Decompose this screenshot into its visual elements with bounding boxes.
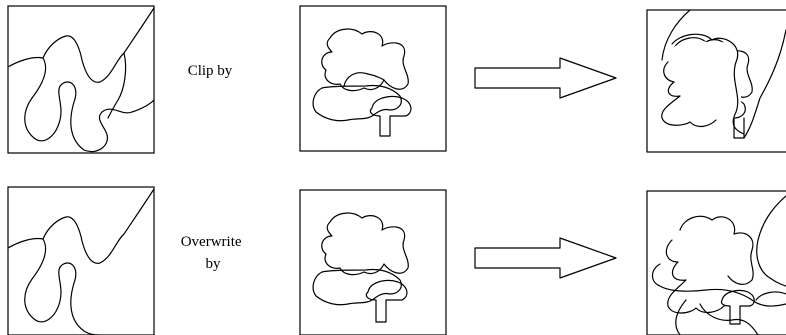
overwrite-result-curve-top bbox=[756, 195, 786, 287]
overwrite-map-frame bbox=[7, 186, 155, 335]
result-blob-middle bbox=[662, 92, 746, 130]
overwrite-map-region-curve bbox=[8, 188, 154, 264]
clip-map-panel bbox=[7, 5, 155, 154]
source-map-panel-clip bbox=[299, 5, 447, 152]
operation-label-overwrite-line-1: Overwrite bbox=[181, 234, 242, 250]
operation-label-overwrite-line-2: by bbox=[206, 256, 222, 272]
result-mushroom-stem bbox=[733, 117, 745, 139]
result-panel-overwrite bbox=[646, 190, 786, 335]
clip-map-frame bbox=[7, 5, 155, 154]
row-overwrite: Overwrite by bbox=[7, 186, 786, 335]
result-clip-curve-right bbox=[743, 29, 786, 139]
blob-mushroom-2 bbox=[365, 279, 408, 323]
arrow-right-clip bbox=[474, 57, 617, 99]
overwrite-map-panel bbox=[7, 186, 155, 335]
blob-inner-line bbox=[343, 72, 385, 87]
operation-label-overwrite: Overwrite by bbox=[181, 234, 246, 272]
result-frame-clip bbox=[646, 9, 786, 153]
source-map-panel-overwrite bbox=[299, 189, 447, 335]
result-panel-clip bbox=[646, 9, 786, 153]
blob-top-2 bbox=[321, 212, 409, 276]
blob-top bbox=[321, 28, 409, 92]
source-map-frame-clip bbox=[299, 5, 447, 152]
clip-map-region-curve bbox=[8, 7, 154, 83]
operation-label-clip-line: Clip by bbox=[188, 63, 233, 79]
arrow-right-overwrite bbox=[474, 237, 617, 279]
operation-label-clip: Clip by bbox=[188, 63, 233, 79]
result-blob-left bbox=[661, 61, 717, 128]
overwrite-result-lower-curve bbox=[675, 299, 687, 335]
blob-mushroom bbox=[369, 95, 412, 137]
result-frame-overwrite bbox=[646, 190, 786, 335]
clip-map-right-curve bbox=[107, 52, 127, 119]
blob-middle-2 bbox=[312, 268, 402, 306]
clip-map-inner-curve bbox=[24, 57, 154, 153]
blob-middle bbox=[312, 84, 402, 122]
result-blob-top bbox=[665, 37, 753, 100]
result-clip-outline bbox=[671, 33, 745, 135]
overwrite-map-inner-curve bbox=[24, 238, 101, 335]
row-clip: Clip by bbox=[7, 5, 786, 154]
result-clip-curve-top bbox=[661, 10, 691, 61]
overwrite-result-lower-curve-2 bbox=[699, 303, 759, 335]
overwrite-result-right-lobe bbox=[755, 291, 786, 301]
overwrite-result-mushroom bbox=[720, 289, 755, 325]
overwrite-result-left-blob bbox=[665, 239, 725, 314]
overwrite-result-top-blob bbox=[679, 215, 754, 285]
overwrite-result-middle bbox=[651, 263, 786, 307]
source-map-frame-overwrite bbox=[299, 189, 447, 335]
